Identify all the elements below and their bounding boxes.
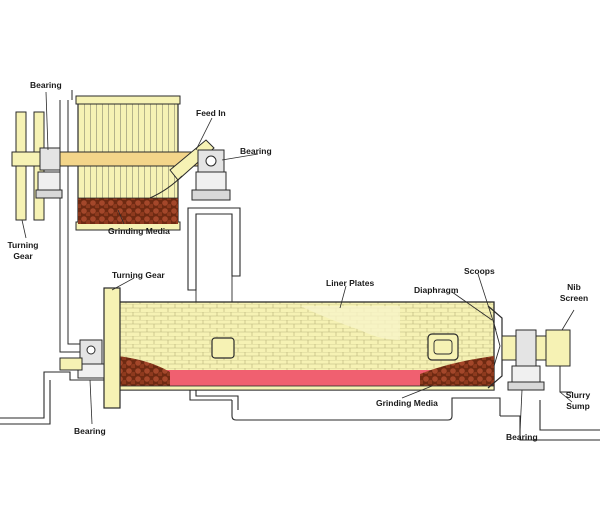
label-diaphragm: Diaphragm (414, 285, 459, 295)
label-liner-plates: Liner Plates (326, 278, 375, 288)
label-turning-gear-mid: Turning Gear (112, 270, 165, 280)
label-bearing-bottom-left: Bearing (74, 426, 106, 436)
bottom-mill (103, 287, 572, 409)
leader-lines (21, 91, 575, 433)
label-nib-screen-line1: Nib (567, 282, 581, 292)
label-turning-gear-left-line2: Gear (13, 251, 33, 261)
bearing-bottom-left (59, 339, 105, 379)
label-turning-gear-left-line1: Turning (7, 240, 39, 250)
turning-gear-left (11, 111, 63, 221)
label-grinding-media-top: Grinding Media (108, 226, 170, 236)
label-bearing-right-top: Bearing (240, 146, 272, 156)
label-nib-screen-line2: Screen (559, 293, 589, 303)
label-slurry-sump-line2: Sump (566, 401, 590, 411)
bearing-bottom-right (507, 329, 545, 391)
label-scoops: Scoops (464, 266, 495, 276)
label-feed-in: Feed In (196, 108, 226, 118)
top-mill (35, 95, 215, 231)
label-bearing-bottom-right: Bearing (506, 432, 538, 442)
label-slurry-sump-line1: Slurry (565, 390, 591, 400)
label-grinding-media-bottom: Grinding Media (376, 398, 438, 408)
label-bearing-top: Bearing (30, 80, 62, 90)
bearing-top-right (191, 149, 231, 201)
